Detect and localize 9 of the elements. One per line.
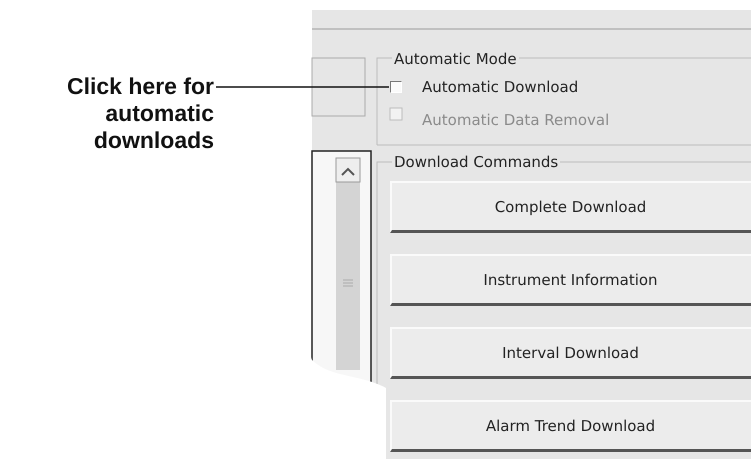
command-button: Alarm Trend Download xyxy=(390,400,751,452)
command-button: Interval Download xyxy=(390,327,751,379)
command-button: Instrument Information xyxy=(390,254,751,306)
callout-text: Click here for automatic downloads xyxy=(30,73,214,154)
checkbox-label: Automatic Download xyxy=(422,78,578,96)
command-button: Complete Download xyxy=(390,181,751,233)
checkbox-label: Automatic Data Removal xyxy=(422,111,610,129)
checkbox xyxy=(390,81,402,93)
leader-line xyxy=(216,86,389,88)
